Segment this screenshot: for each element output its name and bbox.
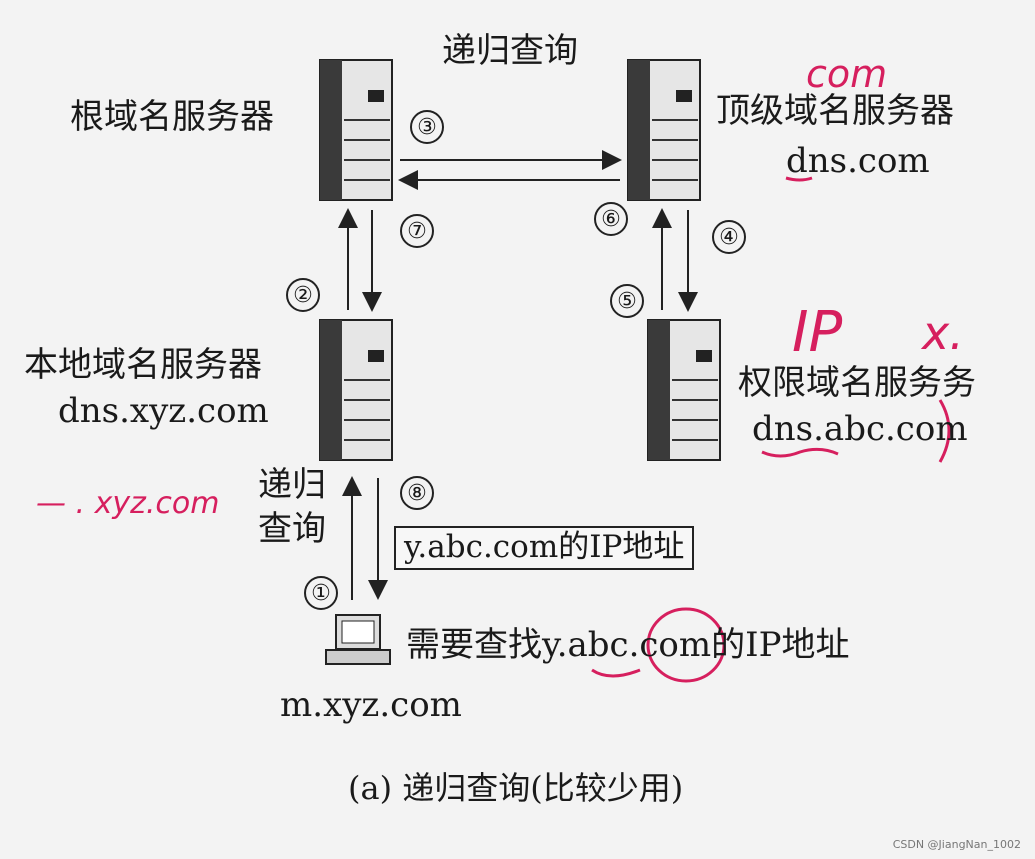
handwritten-ip: IP [792,300,843,365]
step-6-badge: ⑥ [594,202,628,236]
handwritten-xyz: — . xyz.com [36,486,220,521]
caption: (a) 递归查询(比较少用) [348,769,684,807]
step-3-badge: ③ [410,110,444,144]
step-7-badge: ⑦ [400,214,434,248]
handwritten-x: x. [922,306,964,360]
circle-mark [646,607,726,683]
local-server-label: 本地域名服务器 [24,345,262,385]
local-server-host: dns.xyz.com [58,391,269,431]
recursive-label-1: 递归 [258,465,326,505]
step-8-badge: ⑧ [400,476,434,510]
top-title: 递归查询 [442,31,578,71]
auth-server-icon [647,319,721,461]
client-host-label: m.xyz.com [280,685,462,725]
handwritten-com: com [806,52,888,96]
tld-server-host: dns.com [786,141,930,181]
tld-server-icon [627,59,701,201]
watermark: CSDN @JiangNan_1002 [892,838,1021,851]
answer-box: y.abc.com的IP地址 [394,526,695,570]
step-2-badge: ② [286,278,320,312]
root-server-icon [319,59,393,201]
bracket-mark [938,399,951,463]
dns-underline-mark [785,176,813,182]
step-4-badge: ④ [712,220,746,254]
auth-underline-mark [761,447,839,458]
client-query-label: 需要查找y.abc.com的IP地址 [406,625,850,665]
local-server-icon [319,319,393,461]
tld-server-label: 顶级域名服务器 [716,91,954,131]
client-computer-icon [325,614,391,665]
auth-server-host: dns.abc.com [752,409,968,449]
root-server-label: 根域名服务器 [70,97,274,137]
step-1-badge: ① [304,576,338,610]
auth-server-label: 权限域名服务务 [738,363,976,403]
underline-mark [591,668,641,678]
step-5-badge: ⑤ [610,284,644,318]
recursive-label-2: 查询 [258,509,326,549]
